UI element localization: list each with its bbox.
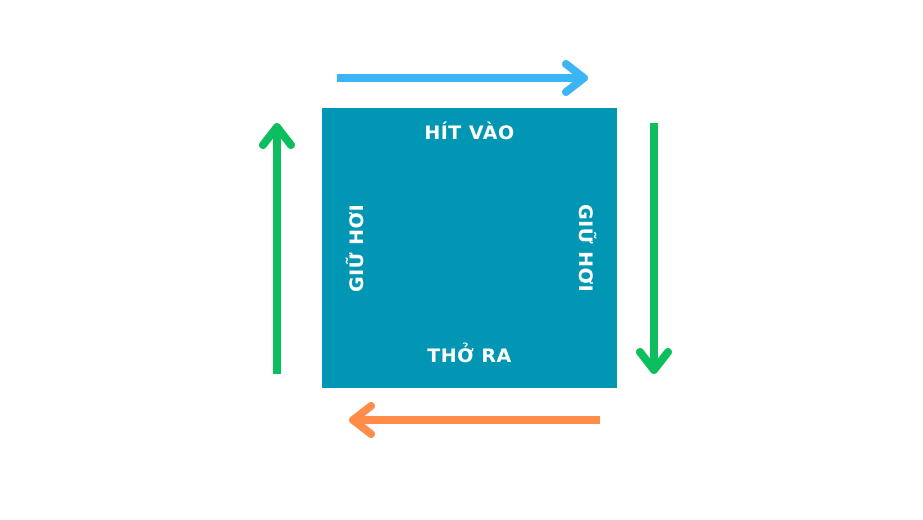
arrow-up-icon [259, 123, 295, 374]
label-inhale: HÍT VÀO [424, 122, 515, 144]
arrow-down-icon [636, 123, 672, 374]
label-hold-left: GIỮ HƠI [346, 203, 368, 293]
label-hold-right: GIỮ HƠI [574, 203, 596, 293]
label-exhale: THỞ RA [427, 345, 512, 367]
arrow-right-icon [337, 60, 588, 96]
breathing-square: HÍT VÀO GIỮ HƠI THỞ RA GIỮ HƠI [322, 108, 617, 388]
arrow-left-icon [349, 402, 600, 438]
